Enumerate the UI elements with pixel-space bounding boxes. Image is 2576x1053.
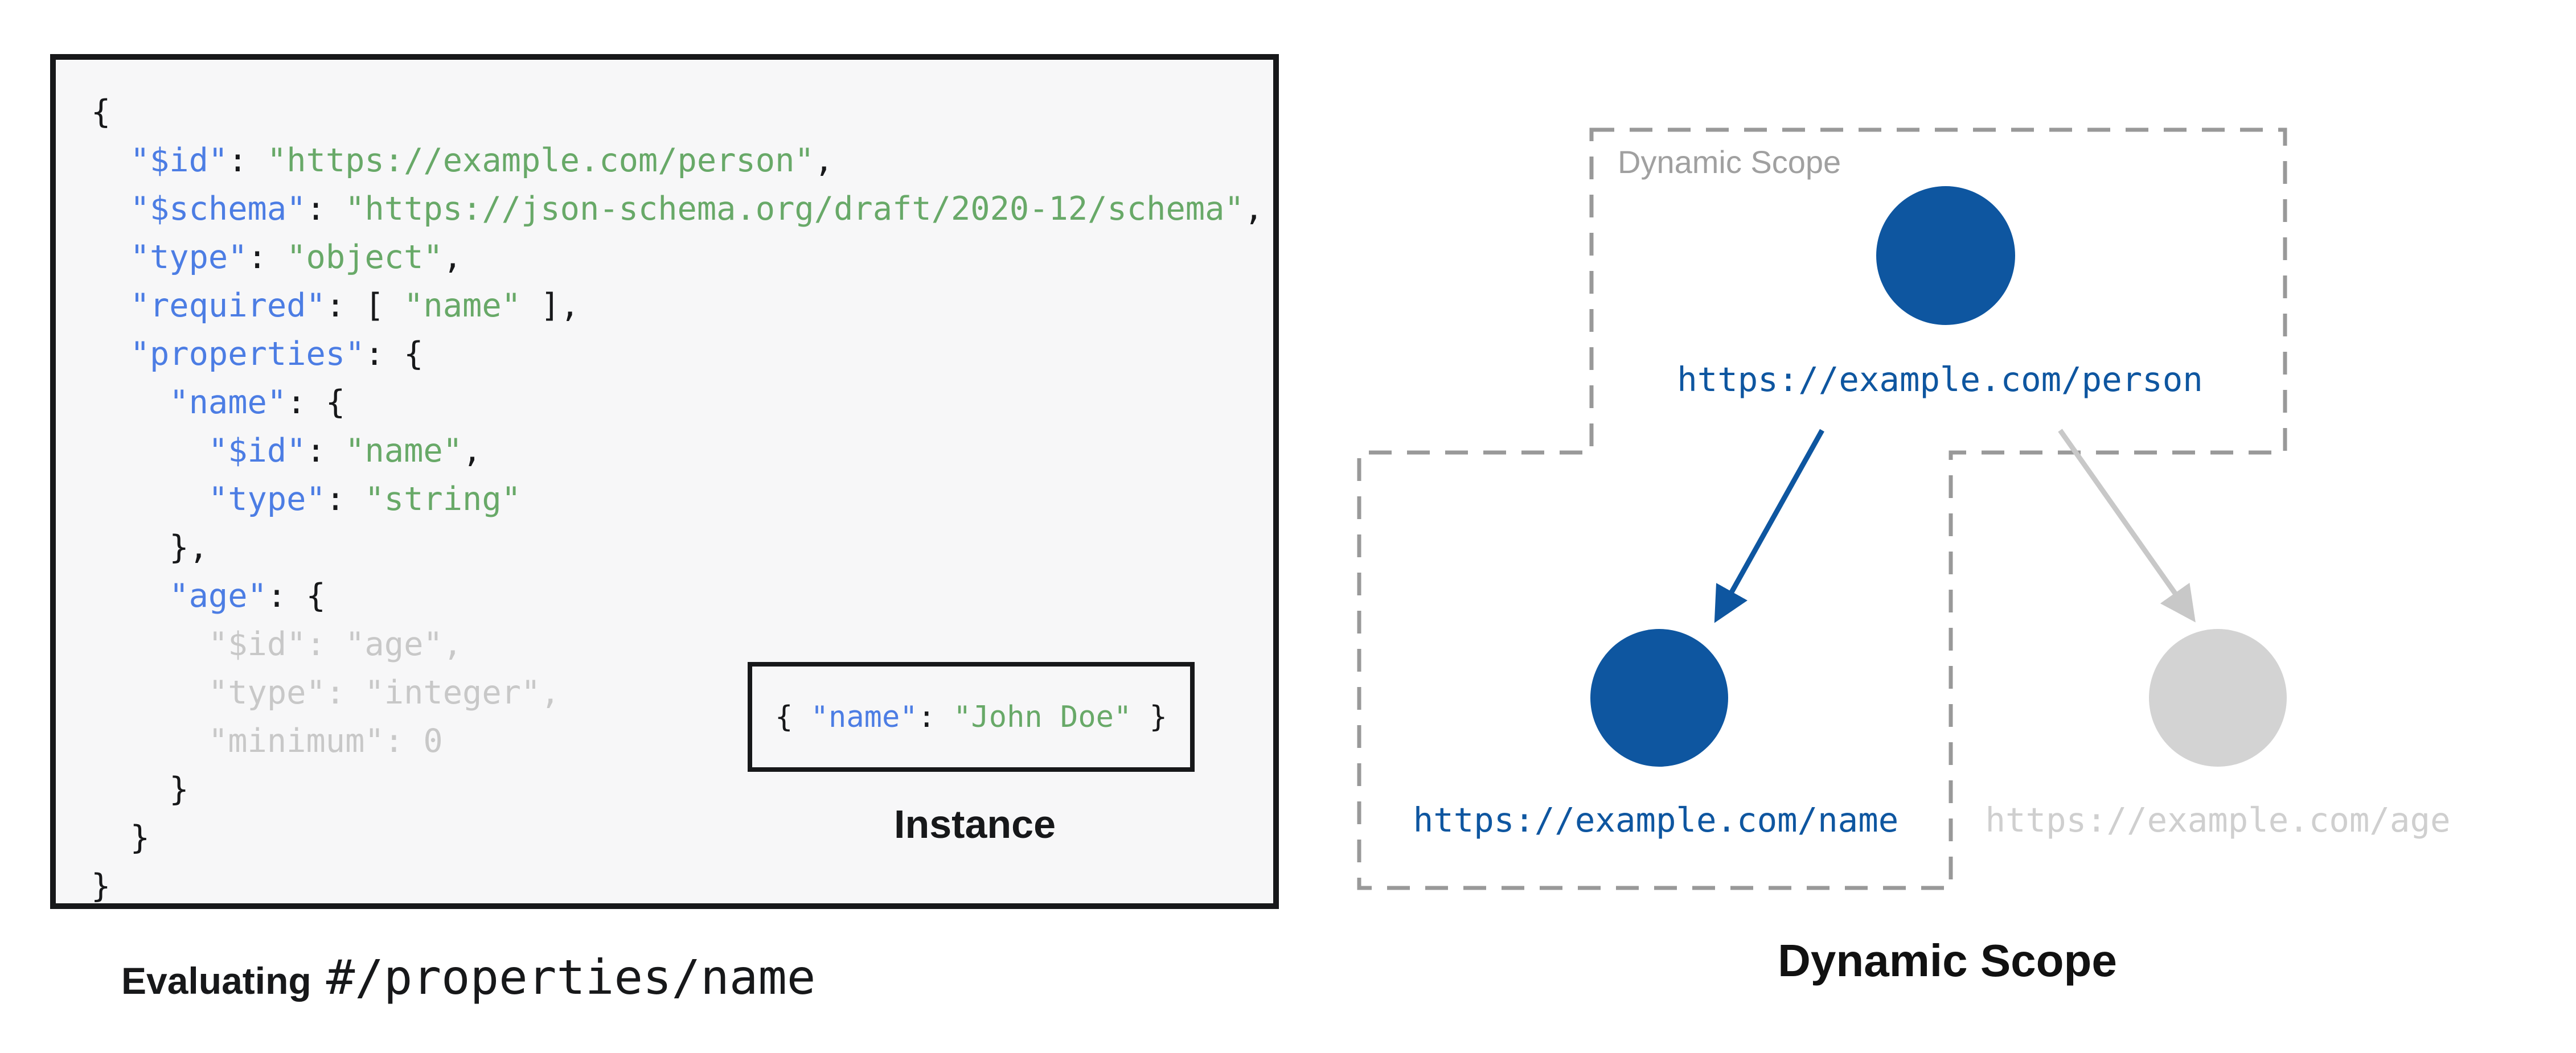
- schema-code: { "$id": "https://example.com/person", "…: [91, 93, 1264, 905]
- person-to-name-arrow: [1714, 429, 1824, 623]
- evaluating-caption: Evaluating #/properties/name: [121, 949, 815, 1005]
- evaluating-caption-word: Evaluating: [121, 960, 311, 1002]
- dynamic-scope-box-label: Dynamic Scope: [1618, 144, 1841, 180]
- person-node-circle: [1876, 186, 2015, 325]
- name-node-circle: [1590, 629, 1728, 767]
- age-node-circle: [2149, 629, 2287, 767]
- name-url-label: https://example.com/name: [1413, 800, 1899, 840]
- evaluating-caption-pointer: #/properties/name: [326, 949, 816, 1005]
- instance-box: { "name": "John Doe" }: [748, 662, 1195, 772]
- person-url-label: https://example.com/person: [1677, 360, 2203, 399]
- dynamic-scope-title: Dynamic Scope: [1778, 935, 2117, 986]
- instance-code: { "name": "John Doe" }: [775, 700, 1167, 734]
- schema-code-box: { "$id": "https://example.com/person", "…: [50, 54, 1279, 909]
- dynamic-scope-outline: [1357, 127, 2287, 890]
- instance-label: Instance: [894, 802, 1056, 846]
- person-to-age-arrow: [2058, 429, 2196, 623]
- age-url-label: https://example.com/age: [1985, 800, 2451, 840]
